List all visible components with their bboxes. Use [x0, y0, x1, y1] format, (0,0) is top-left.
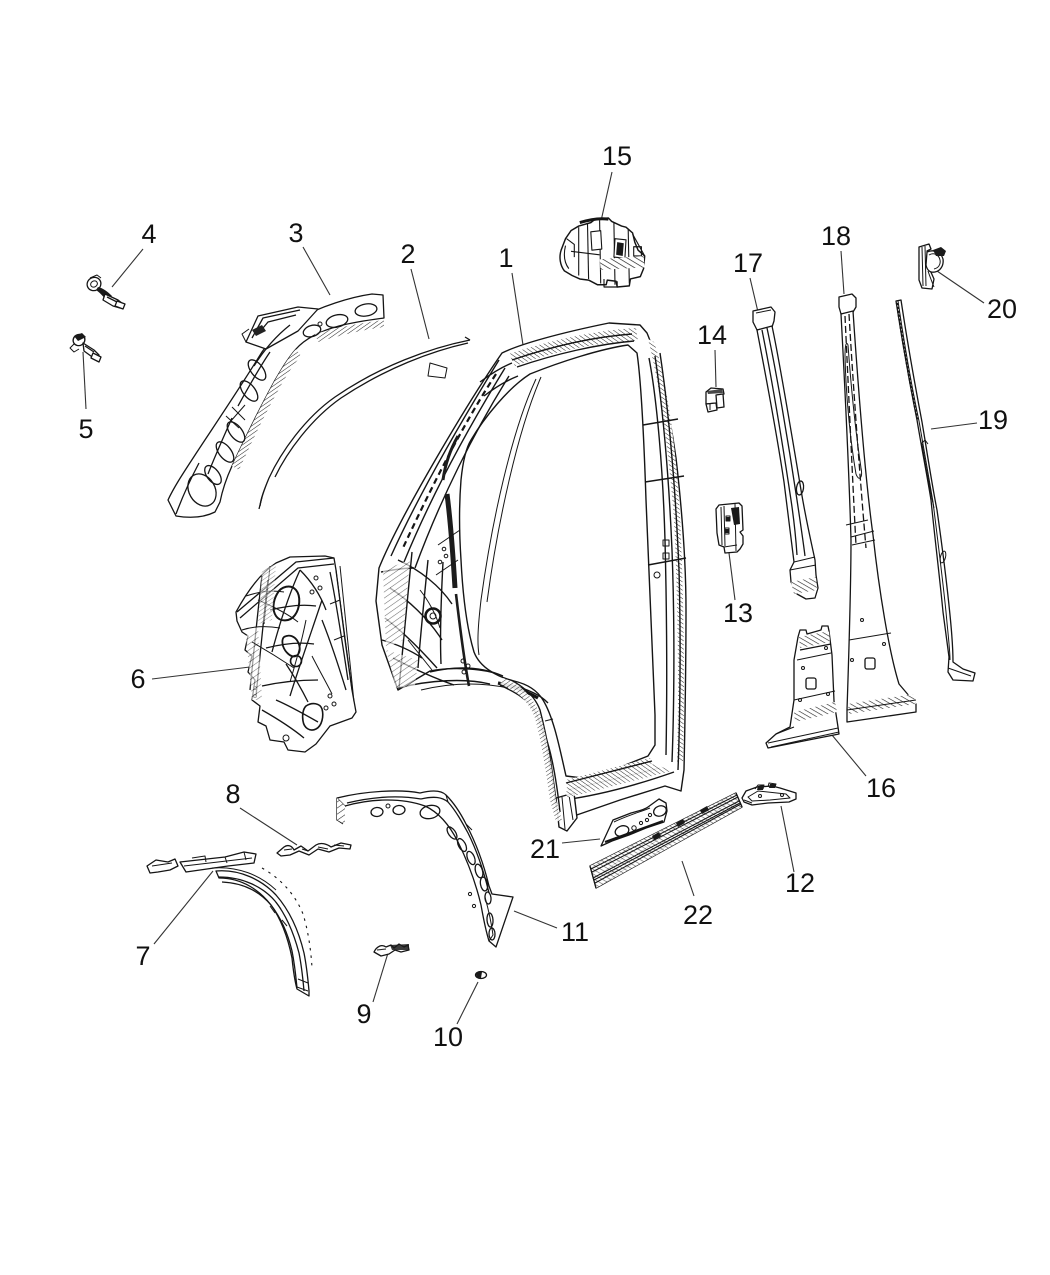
- svg-text:12: 12: [785, 868, 815, 898]
- svg-text:2: 2: [400, 239, 415, 269]
- svg-text:5: 5: [78, 414, 93, 444]
- svg-text:14: 14: [697, 320, 727, 350]
- svg-text:17: 17: [733, 248, 763, 278]
- svg-text:4: 4: [141, 219, 156, 249]
- svg-text:21: 21: [530, 834, 560, 864]
- svg-text:15: 15: [602, 141, 632, 171]
- svg-text:6: 6: [130, 664, 145, 694]
- svg-text:7: 7: [135, 941, 150, 971]
- svg-text:9: 9: [356, 999, 371, 1029]
- svg-text:16: 16: [866, 773, 896, 803]
- svg-text:10: 10: [433, 1022, 463, 1052]
- svg-text:19: 19: [978, 405, 1008, 435]
- svg-text:11: 11: [561, 917, 589, 947]
- svg-text:13: 13: [723, 598, 753, 628]
- svg-text:18: 18: [821, 221, 851, 251]
- svg-text:20: 20: [987, 294, 1017, 324]
- svg-text:1: 1: [498, 243, 513, 273]
- svg-text:22: 22: [683, 900, 713, 930]
- svg-text:3: 3: [288, 218, 303, 248]
- svg-text:8: 8: [225, 779, 240, 809]
